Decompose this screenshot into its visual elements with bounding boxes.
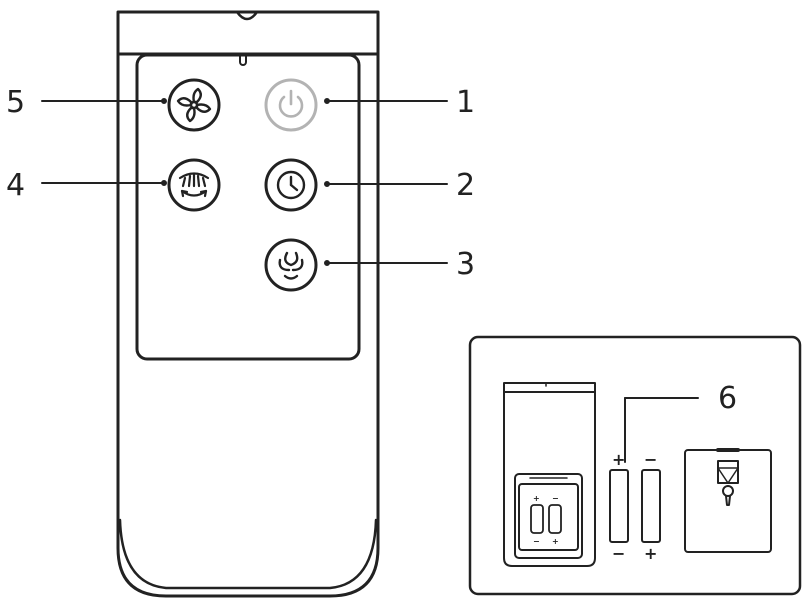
oscillation-icon — [178, 172, 210, 198]
battery-left-plus: + — [612, 450, 625, 469]
battery-right-minus: − — [644, 450, 657, 469]
remote-body — [116, 10, 380, 598]
callout-4: 4 — [6, 168, 25, 203]
callout-6: 6 — [718, 381, 737, 416]
clock-icon — [276, 170, 306, 200]
battery-cover — [684, 448, 772, 553]
fan-icon — [176, 87, 212, 123]
callout-6-line — [624, 397, 699, 463]
callout-lines — [41, 98, 448, 266]
callout-3: 3 — [456, 247, 475, 282]
power-icon — [278, 89, 304, 118]
battery-inset: + − − + + − − + — [468, 335, 802, 596]
power-button[interactable] — [264, 78, 318, 132]
remote-back: + − − + — [503, 382, 596, 567]
battery-right-plus: + — [644, 544, 657, 563]
callout-1: 1 — [456, 85, 475, 120]
compartment-minus-right: − — [552, 494, 559, 503]
compartment-minus-left: − — [533, 537, 540, 546]
fan-button[interactable] — [167, 78, 221, 132]
battery-left: + − — [609, 450, 629, 563]
callout-2: 2 — [456, 168, 475, 203]
battery-left-minus: − — [612, 544, 625, 563]
timer-button[interactable] — [264, 158, 318, 212]
wind-swirl-icon — [278, 251, 304, 280]
compartment-plus-right: + — [552, 537, 559, 546]
oscillation-button[interactable] — [167, 158, 221, 212]
battery-right: − + — [641, 450, 661, 563]
compartment-plus-left: + — [533, 494, 540, 503]
callout-5: 5 — [6, 85, 25, 120]
button-panel — [135, 53, 361, 361]
mode-button[interactable] — [264, 238, 318, 292]
